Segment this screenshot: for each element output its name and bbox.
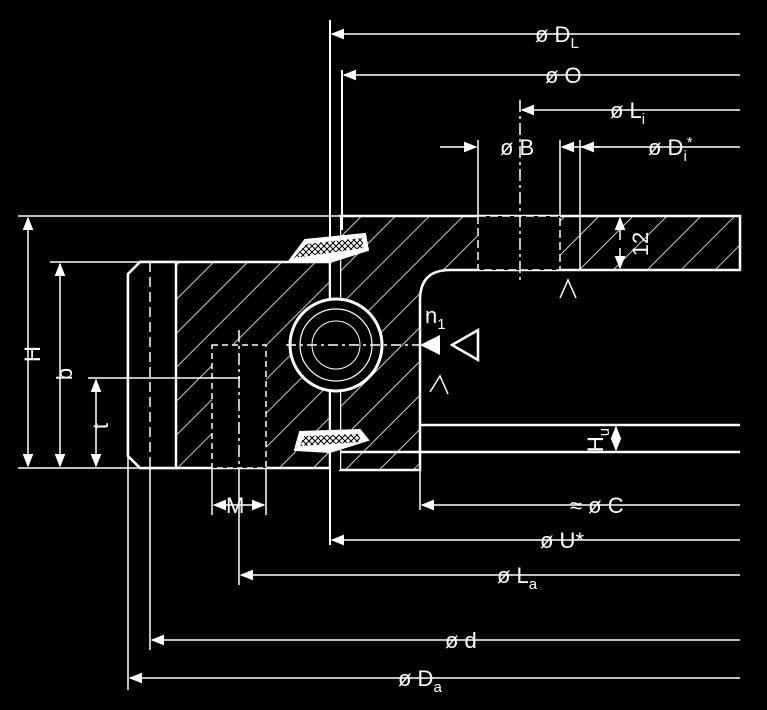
label-d: ø d: [445, 628, 477, 653]
inner-ring: [338, 100, 742, 472]
label-li: ø Li: [610, 98, 645, 128]
label-c: ≈ ø C: [570, 493, 624, 518]
label-12: 12: [628, 232, 653, 256]
triangle-icon: [449, 327, 480, 363]
label-hu: Hu: [583, 428, 613, 452]
caret-up-icon: [559, 278, 577, 299]
label-h: H: [20, 346, 45, 362]
label-u: ø U*: [540, 528, 584, 553]
label-b: ø B: [500, 135, 534, 160]
extension-lines: [18, 140, 740, 690]
ball-element: [286, 297, 420, 393]
label-la: ø La: [497, 563, 538, 593]
label-m: M: [226, 493, 244, 518]
label-t: t: [88, 423, 113, 429]
dimension-lines: [22, 28, 740, 684]
label-o: ø O: [545, 63, 582, 88]
label-dl: ø DL: [535, 22, 579, 52]
label-n1: n1: [425, 303, 446, 333]
arrow-right-icon: [420, 335, 440, 355]
caret-up-icon-2: [429, 374, 449, 395]
label-b-height: b: [52, 368, 77, 380]
label-di: ø Di*: [648, 134, 693, 165]
label-da: ø Da: [398, 666, 442, 696]
